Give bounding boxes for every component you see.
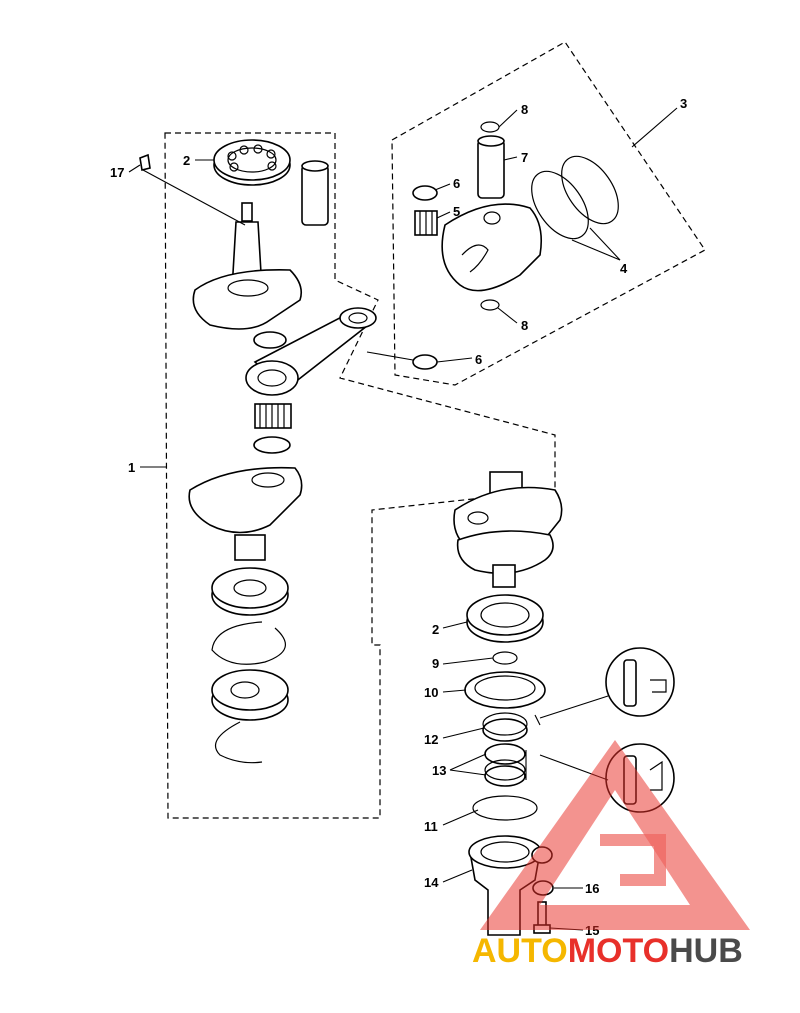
rod-washer-upper — [253, 331, 287, 349]
callout-5: 5 — [453, 204, 460, 219]
watermark-moto: MOTO — [568, 932, 669, 970]
callout-13: 13 — [432, 763, 446, 778]
group-3-boundary — [391, 41, 706, 386]
callout-8-upper: 8 — [521, 102, 528, 117]
rod-washer-lower — [253, 436, 291, 454]
crankpin-needle-bearing — [254, 403, 292, 429]
callout-6-upper: 6 — [453, 176, 460, 191]
crankshaft-ball-bearing — [466, 594, 544, 643]
piston — [441, 203, 543, 292]
callout-17: 17 — [110, 165, 124, 180]
upper-ball-bearing — [213, 139, 291, 186]
callout-2-upper: 2 — [183, 153, 190, 168]
woodruff-key — [139, 153, 151, 171]
watermark-logo — [480, 740, 750, 930]
piston-pin-retainer-top — [480, 121, 500, 133]
callout-12: 12 — [424, 732, 438, 747]
callout-9: 9 — [432, 656, 439, 671]
watermark-text: AUTOMOTOHUB — [472, 932, 743, 970]
thrust-washer — [464, 671, 546, 709]
callout-7: 7 — [521, 150, 528, 165]
thrust-washer-upper — [412, 185, 438, 201]
upper-needle-pin — [301, 160, 329, 226]
o-ring-small — [492, 651, 518, 665]
callout-6-lower: 6 — [475, 352, 482, 367]
piston-needle-bearing — [414, 210, 438, 236]
callout-4: 4 — [620, 261, 628, 276]
watermark-hub: HUB — [669, 932, 743, 970]
callout-11: 11 — [424, 819, 438, 834]
piston-pin — [477, 135, 505, 199]
bearing-carrier-seal-upper — [482, 712, 528, 742]
piston-pin-retainer-bottom — [480, 299, 500, 311]
retaining-ring-upper — [211, 621, 286, 665]
callout-8-lower: 8 — [521, 318, 528, 333]
o-ring-large — [472, 795, 538, 821]
connecting-rod — [245, 307, 377, 396]
lower-seal — [211, 669, 289, 721]
callout-10: 10 — [424, 685, 438, 700]
watermark-auto: AUTO — [472, 932, 568, 970]
callout-14: 14 — [424, 875, 439, 890]
watermark-triangle-icon — [480, 740, 750, 930]
callout-16: 16 — [585, 881, 599, 896]
thrust-washer-lower — [412, 354, 438, 370]
callout-1: 1 — [128, 460, 135, 475]
lower-ball-bearing — [211, 567, 289, 616]
lower-crankshaft — [188, 466, 303, 561]
detail-inset-upper — [605, 647, 675, 717]
watermark-inner-mark — [600, 834, 666, 886]
callout-3: 3 — [680, 96, 687, 111]
leader-lines — [128, 107, 678, 931]
crankshaft-assembly — [453, 471, 563, 588]
callout-2-lower: 2 — [432, 622, 439, 637]
retaining-ring-lower — [215, 721, 263, 764]
upper-crankshaft — [192, 202, 303, 330]
piston-rings — [531, 155, 619, 240]
oil-seals — [484, 743, 526, 787]
